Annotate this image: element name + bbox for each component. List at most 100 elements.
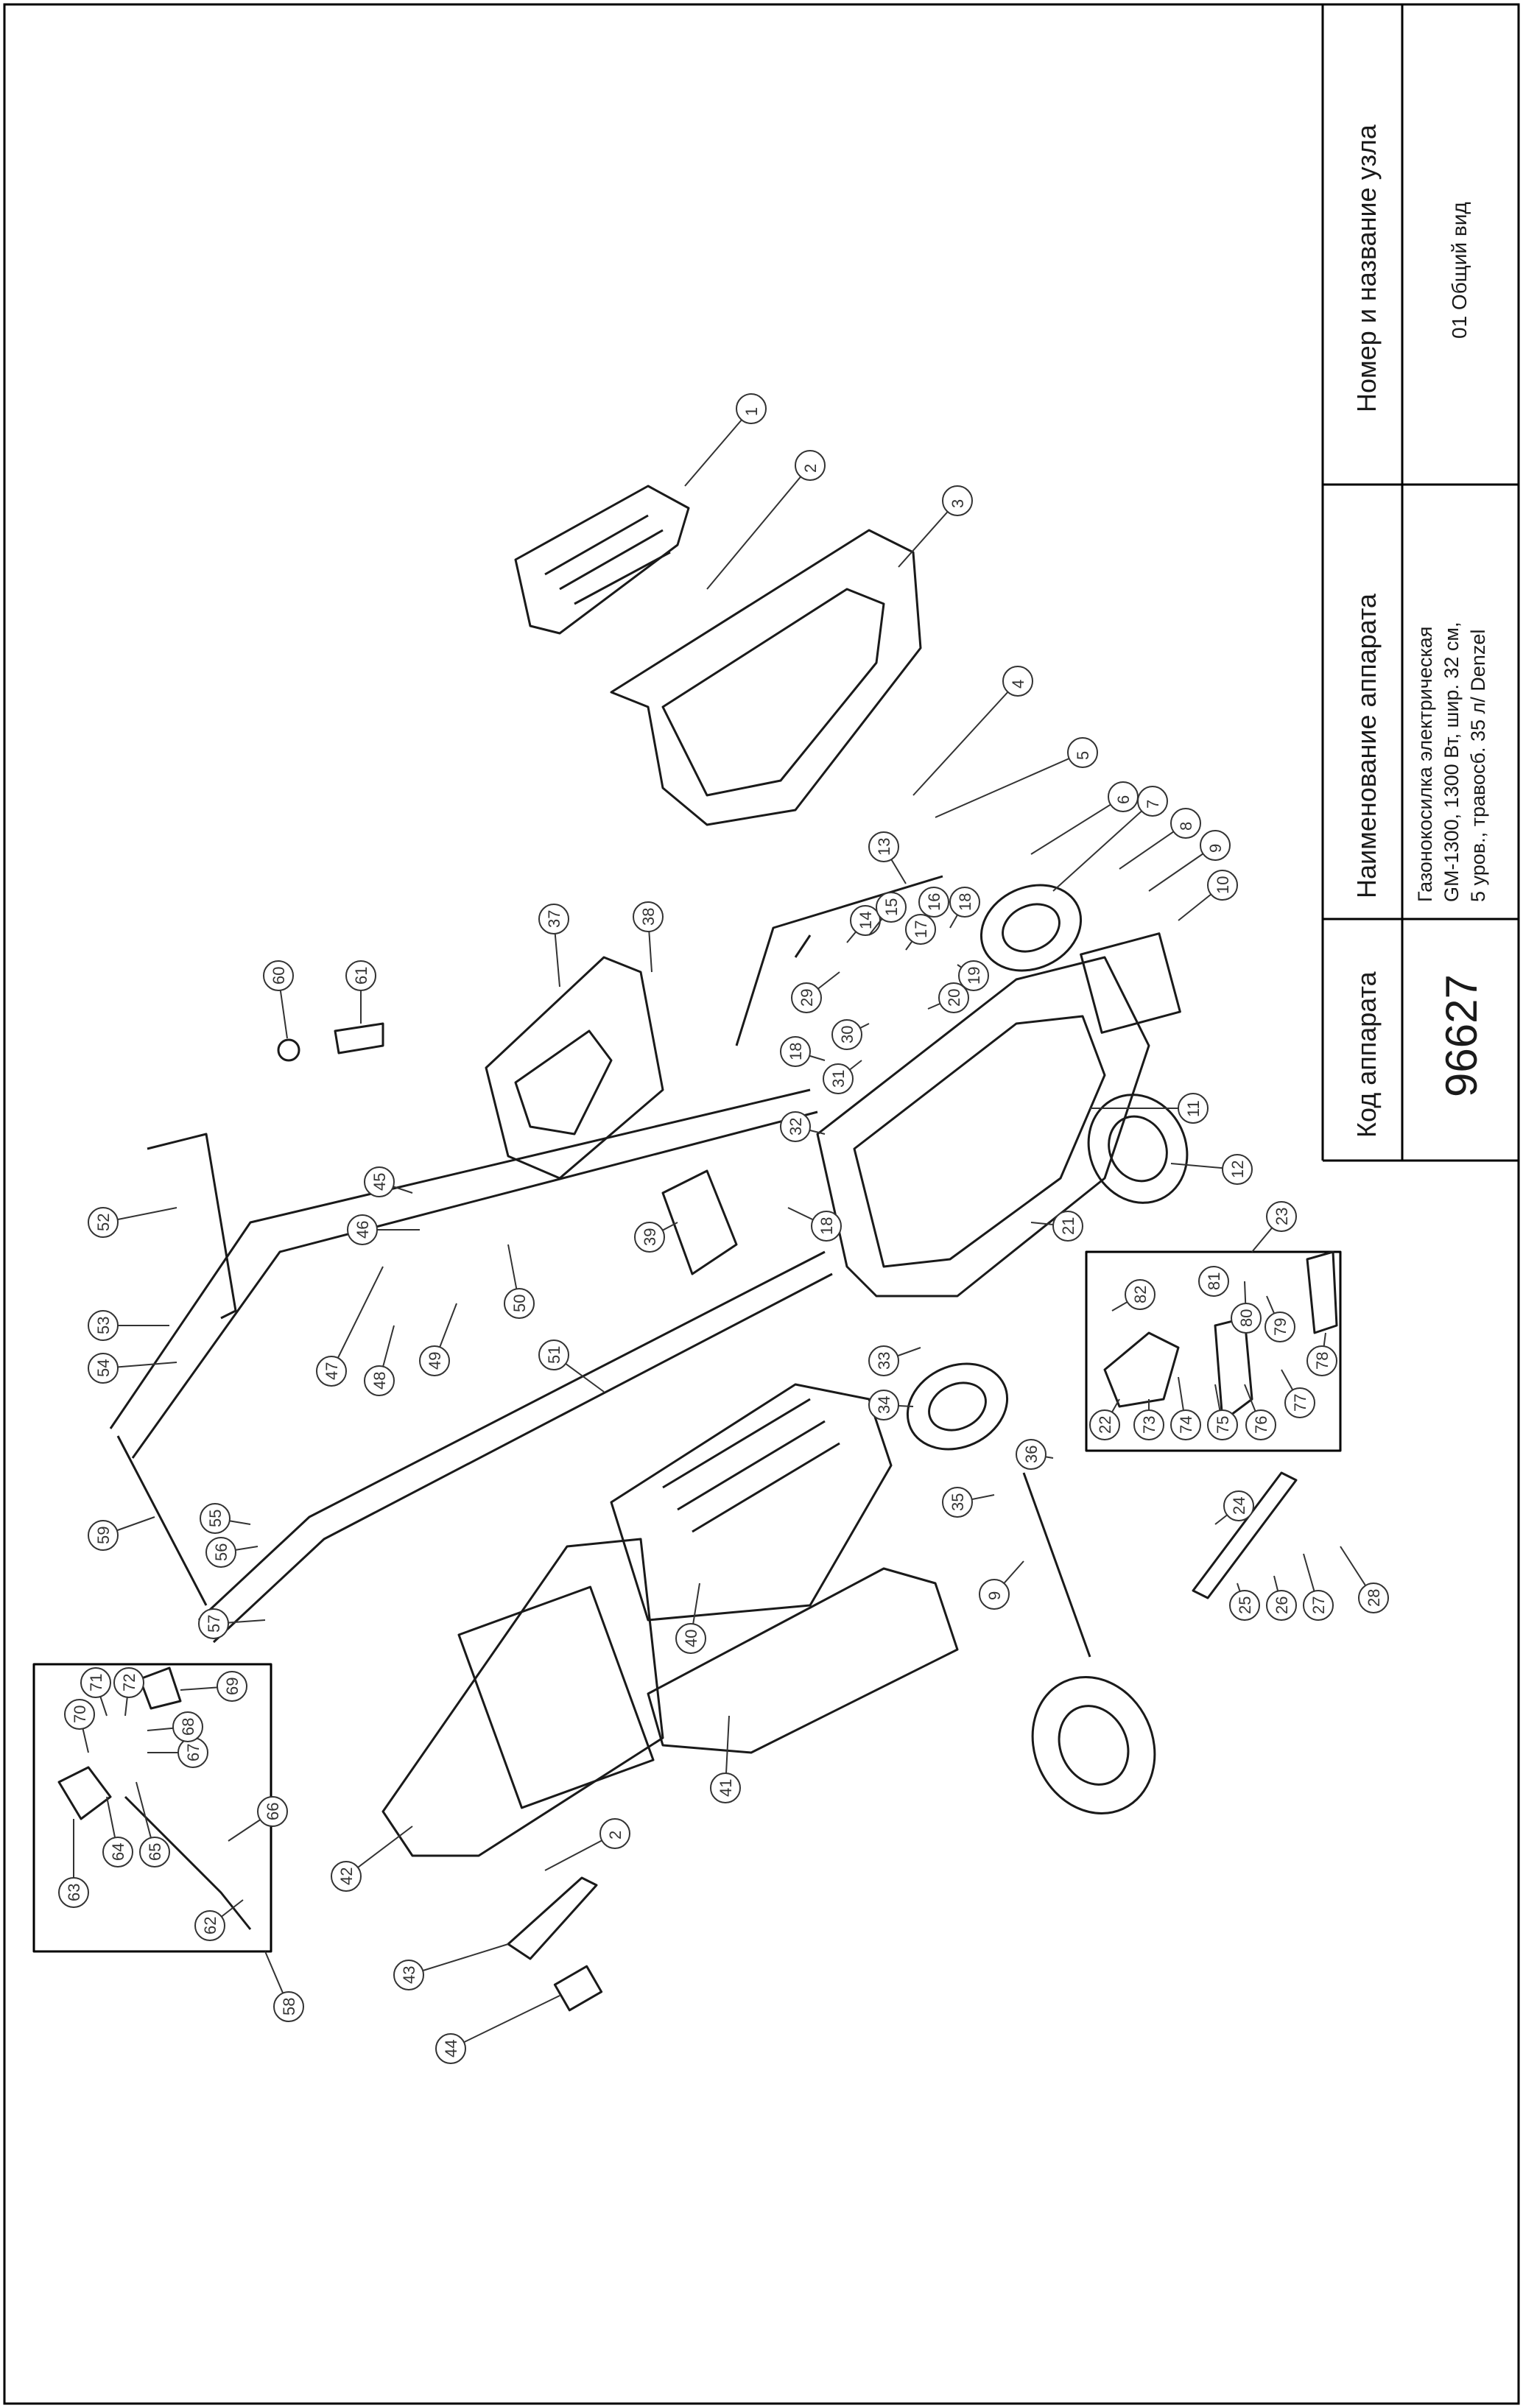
callout-circle: [331, 1861, 362, 1892]
callout-label: 66: [264, 1803, 282, 1820]
callout-label: 58: [280, 1998, 298, 2016]
callout-label: 72: [120, 1674, 138, 1691]
callout-circle: [1207, 870, 1238, 901]
callout-label: 2: [801, 464, 820, 473]
callout-circle: [1133, 1409, 1164, 1440]
callout-label: 37: [545, 910, 563, 928]
callout-label: 6: [1114, 795, 1133, 804]
callout-circle: [710, 1772, 741, 1803]
title-header-name: Наименование аппарата: [1351, 594, 1382, 898]
callout-label: 53: [94, 1317, 113, 1334]
switch-cover-icon: [138, 1666, 182, 1710]
callout-circle: [942, 485, 973, 516]
title-value-name-line1: Газонокосилка электрическая: [1414, 626, 1436, 902]
bag-frame-icon: [735, 875, 943, 1046]
callout-circle: [88, 1310, 119, 1341]
callout-circle: [876, 892, 907, 923]
callout-label: 14: [857, 912, 875, 929]
callout-circle: [942, 1487, 973, 1518]
callout-label: 12: [1228, 1161, 1247, 1178]
axle-icon: [1022, 1472, 1091, 1658]
callout-circle: [198, 1608, 229, 1639]
callout-circle: [1266, 1201, 1297, 1232]
callout-label: 19: [965, 967, 983, 985]
callout-circle: [200, 1503, 231, 1534]
callout-circle: [1002, 666, 1033, 697]
callout-label: 78: [1313, 1352, 1332, 1370]
rear-flap-inner: [514, 1029, 613, 1136]
callout-circle: [905, 914, 936, 945]
callout-label: 31: [829, 1070, 848, 1088]
callout-label: 52: [94, 1214, 113, 1231]
callout-circle: [736, 393, 767, 424]
callout-circle: [205, 1537, 236, 1568]
callout-circle: [88, 1520, 119, 1551]
callout-label: 74: [1177, 1416, 1195, 1434]
handle-icon: [109, 1088, 818, 1459]
callout-circle: [1089, 1409, 1120, 1440]
callout-circle: [504, 1288, 535, 1319]
title-block: [1321, 4, 1519, 1162]
callout-label: 75: [1214, 1416, 1232, 1434]
callout-circle: [257, 1796, 288, 1827]
callout-circle: [868, 1390, 899, 1420]
mower-body-icon: [816, 956, 1150, 1298]
callout-label: 16: [925, 893, 943, 911]
callout-label: 9: [985, 1591, 1004, 1600]
callout-label: 35: [949, 1493, 967, 1511]
callout-circle: [1231, 1303, 1262, 1334]
callout-circle: [1125, 1279, 1156, 1310]
callout-label: 55: [206, 1510, 225, 1527]
callout-label: 73: [1140, 1416, 1158, 1434]
callout-label: 22: [1096, 1416, 1114, 1434]
callout-circle: [938, 982, 969, 1013]
callout-label: 20: [945, 989, 963, 1007]
callout-circle: [1222, 1154, 1253, 1185]
callout-label: 30: [838, 1026, 857, 1043]
callout-label: 61: [352, 967, 370, 985]
callout-circle: [419, 1345, 450, 1376]
callout-circle: [1265, 1312, 1295, 1342]
side-cover-icon: [381, 1538, 664, 1857]
callout-circle: [1223, 1490, 1254, 1521]
callout-circle: [1052, 1211, 1083, 1242]
callout-circle: [780, 1111, 811, 1142]
sheet-border: [3, 3, 1520, 2405]
callout-circle: [1306, 1345, 1337, 1376]
callout-label: 3: [949, 499, 967, 508]
callout-circle: [345, 960, 376, 991]
callout-label: 59: [94, 1527, 113, 1544]
handle-top-icon: [116, 1435, 208, 1606]
belt-icon: [1306, 1250, 1338, 1334]
callout-label: 47: [323, 1362, 341, 1380]
callout-label: 41: [717, 1779, 735, 1797]
callout-label: 46: [354, 1221, 372, 1239]
callout-label: 7: [1144, 800, 1162, 809]
callout-label: 26: [1273, 1596, 1291, 1614]
callout-circle: [139, 1837, 170, 1867]
callout-label: 29: [798, 989, 816, 1007]
callout-label: 24: [1230, 1497, 1248, 1515]
callout-circle: [1137, 786, 1168, 817]
callout-label: 64: [109, 1843, 127, 1861]
callout-label: 11: [1184, 1100, 1203, 1117]
callout-label: 44: [442, 2040, 460, 2057]
callout-label: 56: [212, 1543, 231, 1561]
callout-circle: [316, 1356, 347, 1387]
callout-label: 8: [1177, 822, 1195, 831]
title-value-name-line3: 5 уров., травосб. 35 л/ Denzel: [1467, 629, 1489, 902]
callout-circle: [80, 1667, 111, 1698]
callout-label: 38: [639, 908, 658, 926]
callout-circle: [1198, 1266, 1229, 1297]
callout-label: 36: [1022, 1446, 1041, 1463]
side-cover-window: [457, 1585, 655, 1809]
callout-circle: [979, 1579, 1010, 1610]
callout-label: 45: [370, 1173, 389, 1191]
callout-circle: [102, 1837, 133, 1867]
callout-circle: [217, 1671, 247, 1702]
motor-plate-icon: [1214, 1317, 1253, 1423]
callout-circle: [172, 1711, 203, 1742]
mower-body-inner: [853, 1015, 1106, 1268]
callout-label: 17: [912, 920, 930, 938]
